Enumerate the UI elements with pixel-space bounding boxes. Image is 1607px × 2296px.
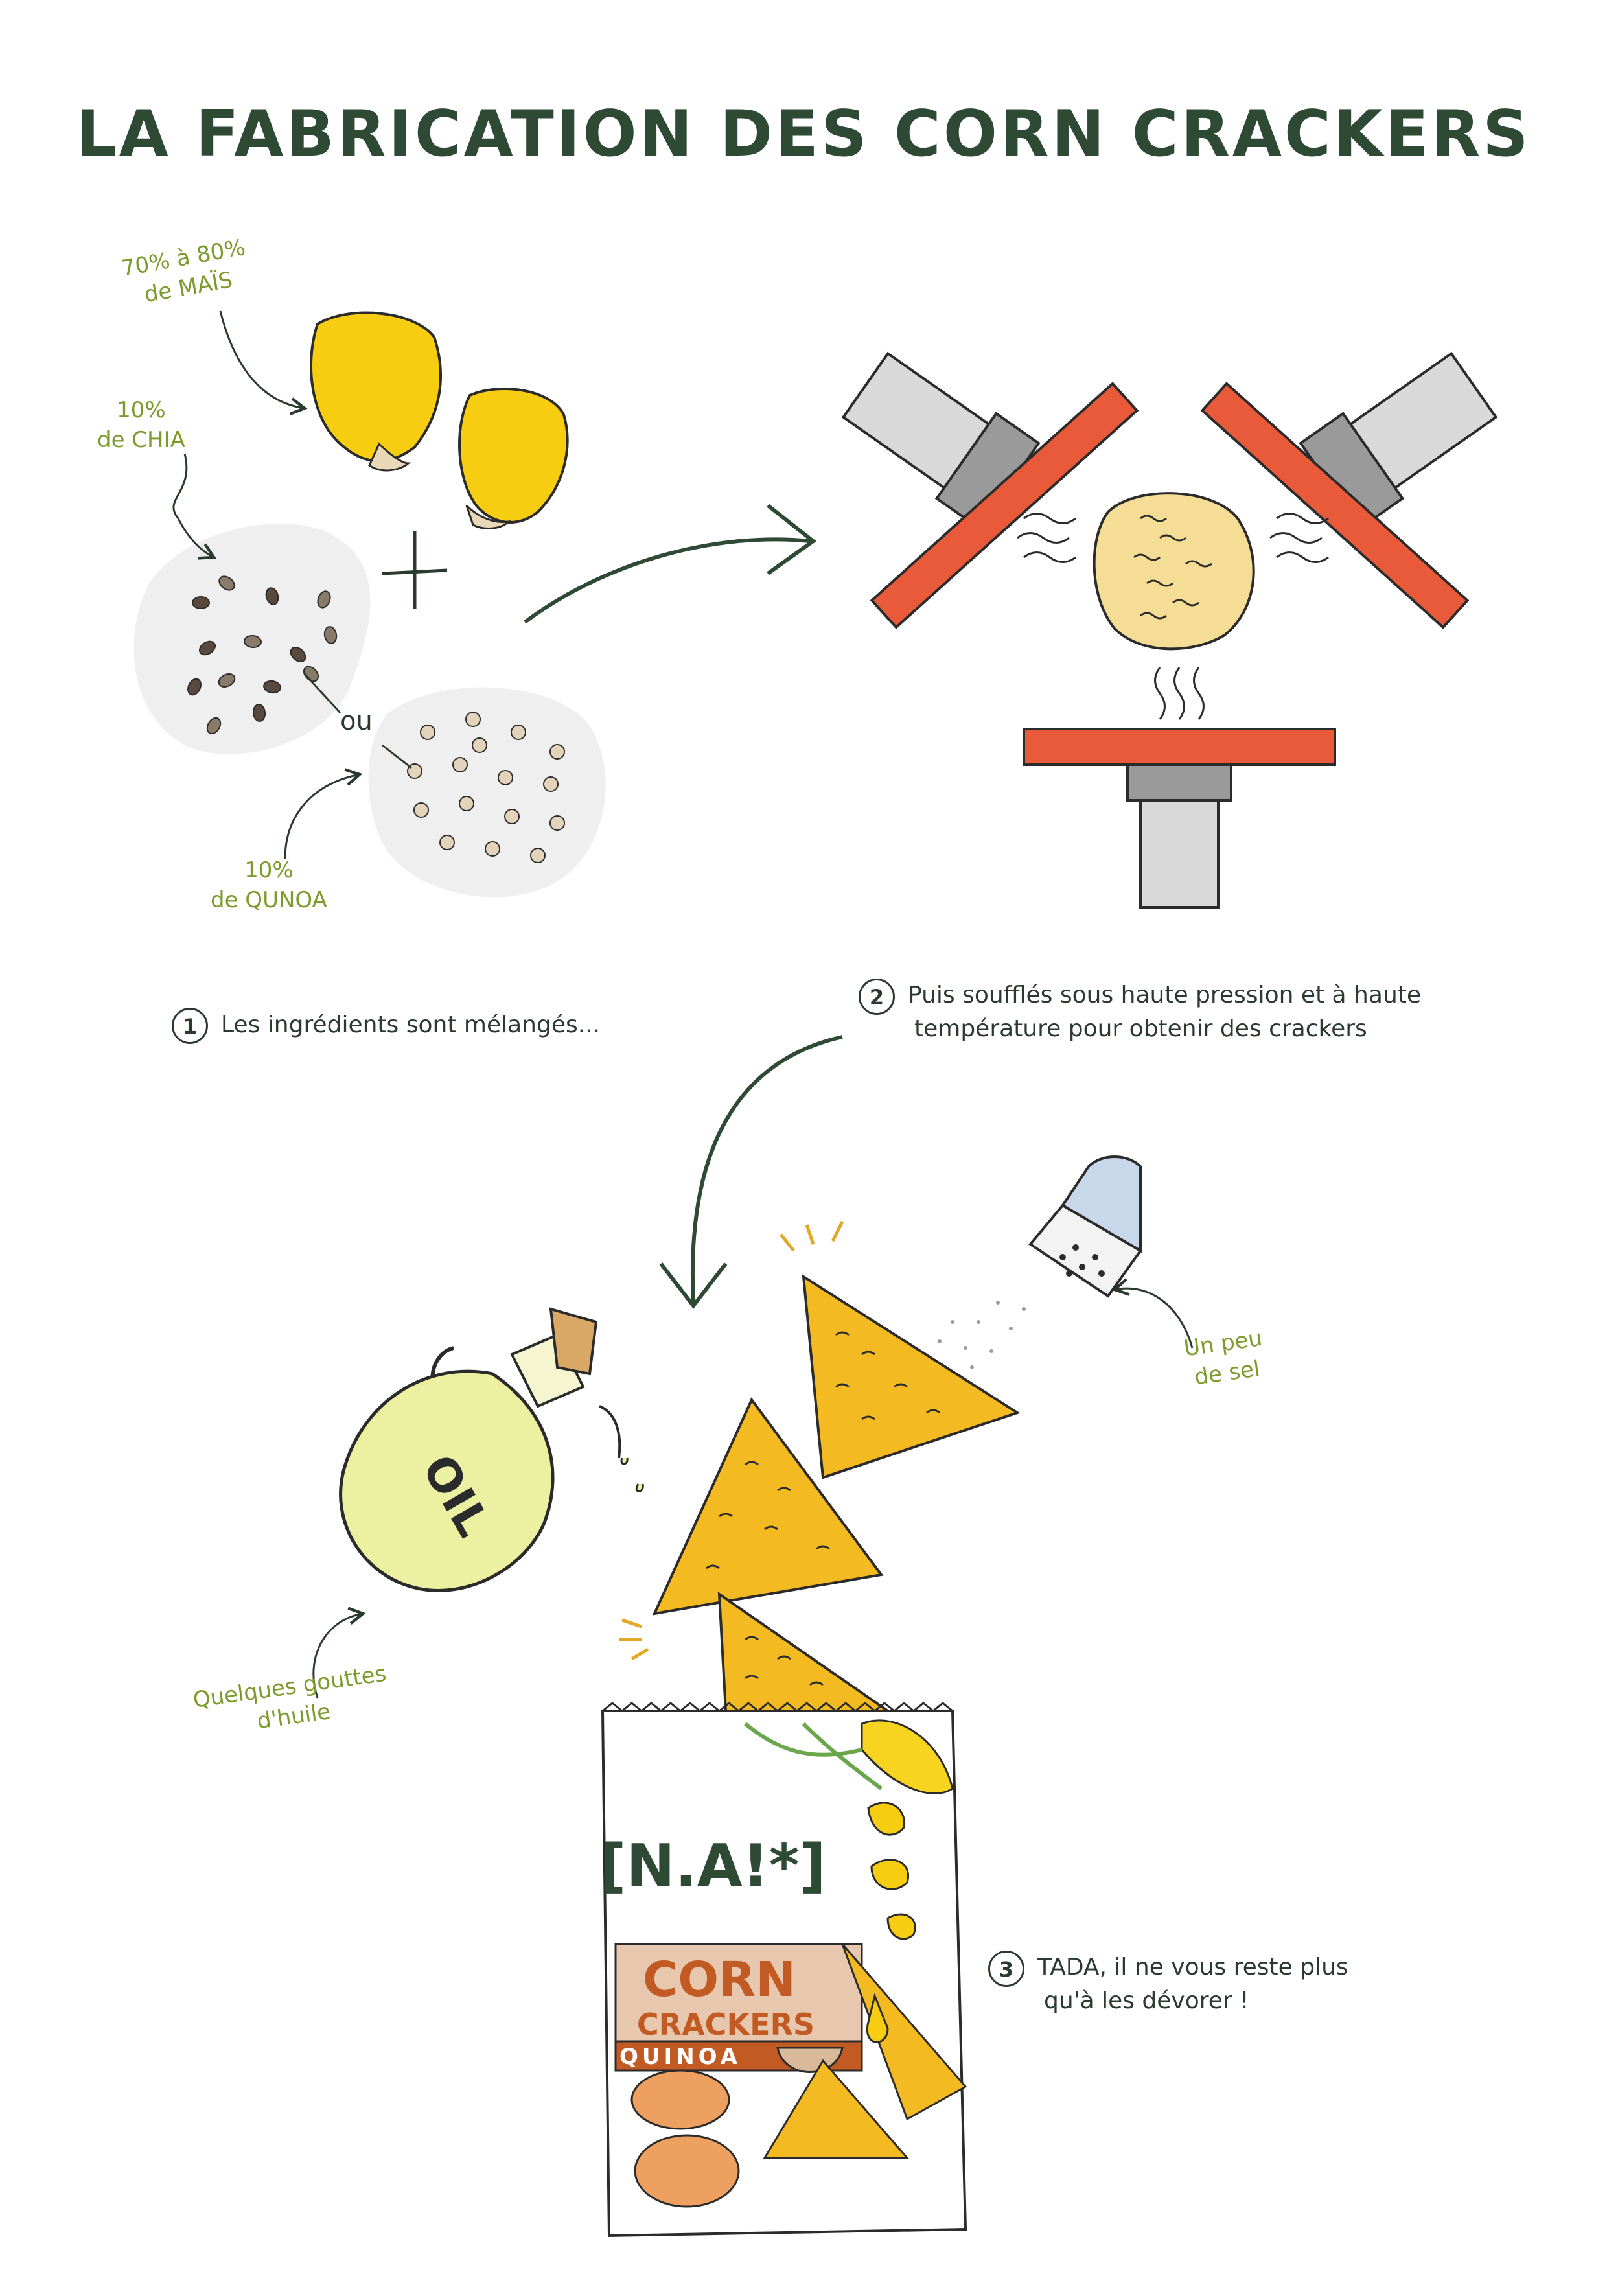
chia-label: 10% de CHIA — [97, 397, 185, 453]
corn-kernel-large — [310, 311, 442, 472]
chia-seed — [206, 717, 222, 735]
quinoa-seed — [530, 848, 546, 863]
cracker-top — [780, 1220, 1021, 1479]
quinoa-seed — [472, 737, 487, 753]
chia-seed — [265, 587, 279, 605]
corn-kernel-small — [457, 388, 569, 529]
quinoa-label-arrow — [284, 768, 363, 859]
chia-seed — [244, 634, 262, 649]
quinoa-seed — [549, 815, 565, 831]
chia-seed — [218, 673, 236, 688]
step-3-line2: qu'à les dévorer ! — [1044, 1988, 1249, 2014]
step-3-number: 3 — [988, 1951, 1024, 1987]
process-arrow-head-2 — [659, 1262, 728, 1309]
salt-annotation-arrow — [1111, 1278, 1194, 1349]
chia-seed — [263, 680, 281, 694]
step-1: 1 Les ingrédients sont mélangés... — [172, 1008, 600, 1044]
oil-bottle — [339, 1307, 644, 1592]
left-press-piston — [841, 351, 1041, 530]
cracker-package — [601, 1702, 967, 2238]
quinoa-seed — [543, 776, 559, 792]
process-arrow-to-crackers — [690, 1035, 843, 1303]
plus-sign — [382, 531, 448, 609]
step-3-line1: TADA, il ne vous reste plus — [1037, 1954, 1348, 1980]
left-press-plate — [870, 382, 1139, 629]
salt-shaker — [938, 1155, 1142, 1369]
quinoa-seed — [413, 802, 429, 818]
chia-seed — [218, 575, 235, 591]
oil-annotation-arrow — [312, 1606, 366, 1699]
step-2-line2: température pour obtenir des crackers — [914, 1015, 1367, 1042]
or-connector-bottom — [382, 744, 412, 769]
quinoa-seed-pile — [368, 687, 606, 898]
package-flavor: QUINOA — [619, 2044, 741, 2070]
package-product-line2: CRACKERS — [637, 2007, 815, 2042]
cracker-bottom — [717, 1592, 892, 1712]
chia-seeds — [187, 575, 338, 735]
process-arrow-head — [767, 504, 817, 575]
salt-annotation: Un peu de sel — [1182, 1325, 1264, 1391]
page-title: LA FABRICATION DES CORN CRACKERS — [76, 97, 1531, 171]
quinoa-seed — [485, 841, 500, 857]
chia-label-arrow — [172, 453, 217, 560]
quinoa-seed — [459, 796, 474, 811]
mais-label-arrow — [219, 310, 308, 415]
process-arrow-to-machine — [524, 537, 811, 624]
or-label: ou — [340, 706, 373, 736]
cracker-middle — [619, 1397, 884, 1661]
quinoa-seed — [420, 725, 435, 740]
quinoa-seed — [511, 725, 526, 740]
step-1-text: Les ingrédients sont mélangés... — [221, 1012, 601, 1038]
package-product-line1: CORN — [643, 1952, 796, 2008]
chia-seed — [198, 640, 216, 656]
quinoa-label: 10% de QUNOA — [211, 857, 327, 913]
bottom-press — [1023, 728, 1336, 909]
step-2: 2 Puis soufflés sous haute pression et à… — [859, 979, 1421, 1046]
quinoa-seed — [465, 712, 481, 727]
quinoa-seed — [498, 770, 513, 785]
step-1-number: 1 — [172, 1008, 208, 1044]
quinoa-seed — [452, 757, 468, 772]
package-brand: [N.A!*] — [599, 1832, 826, 1900]
right-press-plate — [1200, 382, 1470, 629]
right-press-piston — [1299, 351, 1498, 530]
quinoa-seed — [549, 744, 565, 760]
heat-waves — [1017, 513, 1329, 720]
or-connector-top — [303, 673, 341, 714]
quinoa-seed — [439, 835, 455, 850]
chia-seed — [252, 704, 266, 722]
chia-seed — [187, 678, 202, 696]
chia-seed — [192, 596, 210, 609]
chia-seed — [317, 590, 331, 609]
step-3: 3 TADA, il ne vous reste plus qu'à les d… — [988, 1951, 1348, 2018]
chia-seed — [323, 626, 338, 644]
puffed-cracker-disc — [1093, 492, 1255, 651]
step-2-number: 2 — [859, 979, 895, 1015]
step-2-line1: Puis soufflés sous haute pression et à h… — [908, 982, 1422, 1008]
chia-seed — [290, 647, 306, 662]
quinoa-seed — [504, 809, 520, 824]
